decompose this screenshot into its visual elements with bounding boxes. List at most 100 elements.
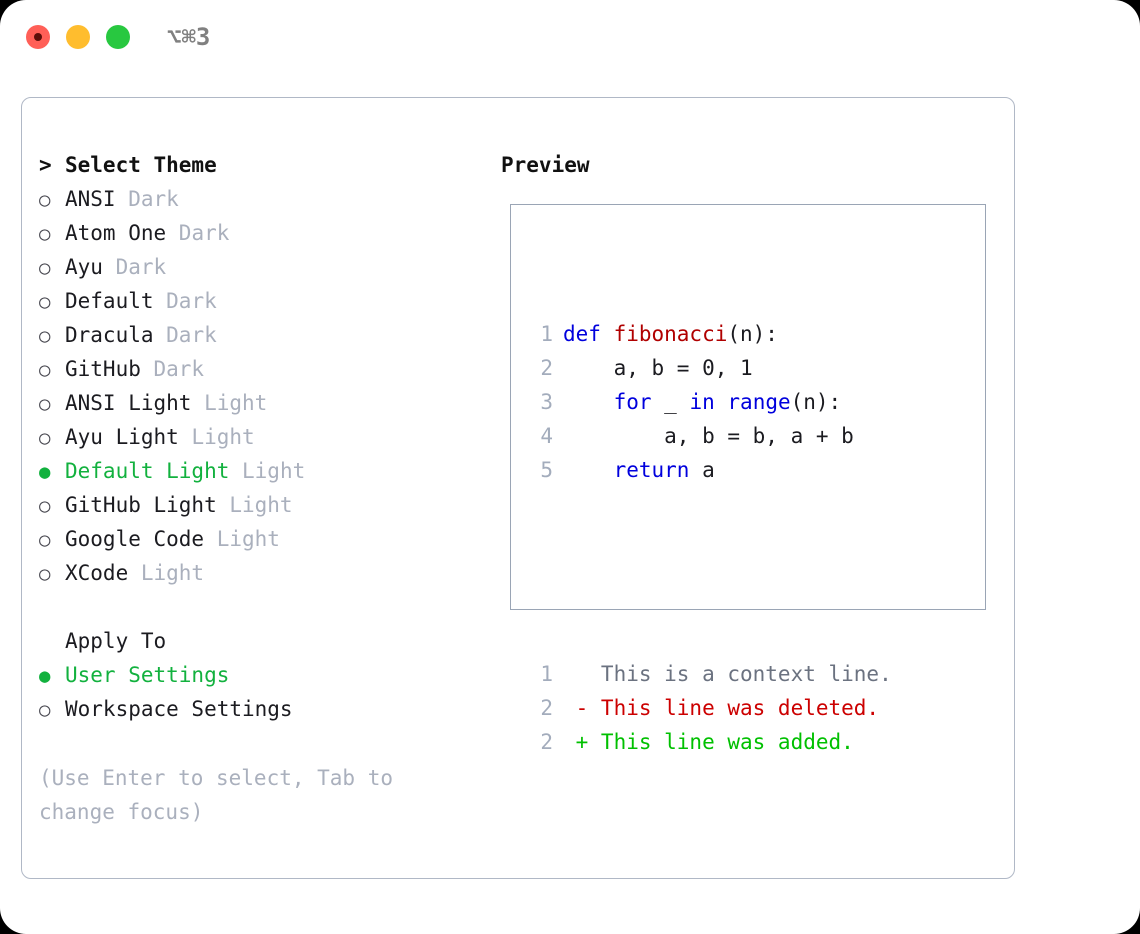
preview-panel: Preview: [501, 148, 1001, 182]
code-line-3: 4 a, b = b, a + b: [523, 419, 977, 453]
theme-option-variant: Dark: [140, 357, 205, 381]
minimize-button[interactable]: [66, 25, 90, 49]
apply-to-option-list: ● User Settings ○ Workspace Settings: [39, 658, 479, 726]
theme-option-5[interactable]: ○GitHub Dark: [39, 352, 479, 386]
theme-option-list: ○ANSI Dark○Atom One Dark○Ayu Dark○Defaul…: [39, 182, 479, 590]
line-content: + This line was added.: [563, 725, 854, 759]
line-number: 1: [540, 662, 553, 686]
theme-option-label: Ayu: [65, 255, 103, 279]
close-button[interactable]: [26, 25, 50, 49]
theme-option-variant: Dark: [115, 187, 179, 211]
token-ctext: a: [689, 458, 715, 482]
token-ctext: _: [651, 390, 690, 414]
token-kw: range: [727, 390, 791, 414]
window-controls: [26, 25, 130, 49]
token-kw: in: [689, 390, 715, 414]
theme-option-variant: Light: [191, 391, 268, 415]
token-fn: fibonacci: [613, 322, 728, 346]
token-kw: def: [563, 322, 614, 346]
token-kw: for: [613, 390, 652, 414]
line-content: This is a context line.: [563, 657, 892, 691]
apply-to-option-1[interactable]: ○ Workspace Settings: [39, 692, 479, 726]
theme-option-6[interactable]: ○ ANSI Light Light: [39, 386, 479, 420]
line-content: def fibonacci(n):: [563, 317, 778, 351]
theme-option-variant: Light: [178, 425, 255, 449]
radio-unselected-icon: ○: [39, 393, 51, 415]
theme-option-1[interactable]: ○ Atom One Dark: [39, 216, 479, 250]
theme-option-7[interactable]: ○Ayu Light Light: [39, 420, 479, 454]
line-content: return a: [563, 453, 715, 487]
line-number: 2: [540, 356, 553, 380]
theme-option-label: GitHub Light: [65, 493, 217, 517]
theme-option-label: Default: [65, 289, 154, 313]
theme-option-label: ANSI: [65, 187, 116, 211]
theme-option-9[interactable]: ○GitHub Light Light: [39, 488, 479, 522]
select-theme-title: Select Theme: [65, 153, 217, 177]
token-del: - This line was deleted.: [563, 696, 880, 720]
apply-to-option-label: Workspace Settings: [65, 697, 293, 721]
theme-option-10[interactable]: ○Google Code Light: [39, 522, 479, 556]
line-number: 3: [540, 390, 553, 414]
theme-option-3[interactable]: ○Default Dark: [39, 284, 479, 318]
token-ctext: [715, 390, 728, 414]
theme-option-0[interactable]: ○ ANSI Dark: [39, 182, 479, 216]
theme-option-label: Default Light: [65, 459, 230, 483]
code-line-4: 5 return a: [523, 453, 977, 487]
theme-option-label: Google Code: [65, 527, 205, 551]
theme-option-8[interactable]: ●Default Light Light: [39, 454, 479, 488]
keyboard-shortcut-label: ⌥⌘3: [167, 23, 211, 51]
code-line-2: 3 for _ in range(n):: [523, 385, 977, 419]
code-line-1: 2 a, b = 0, 1: [523, 351, 977, 385]
theme-option-11[interactable]: ○XCode Light: [39, 556, 479, 590]
token-ctext: a, b = 0, 1: [563, 356, 753, 380]
apply-to-title: Apply To: [65, 629, 167, 653]
token-ctext: [563, 390, 614, 414]
code-line-0: 1 def fibonacci(n):: [523, 317, 977, 351]
line-content: a, b = b, a + b: [563, 419, 854, 453]
theme-option-label: Dracula: [65, 323, 154, 347]
theme-option-label: ANSI Light: [65, 391, 192, 415]
line-number: 2: [540, 696, 553, 720]
token-ctext: (n):: [790, 390, 842, 414]
line-content: for _ in range(n):: [563, 385, 842, 419]
theme-option-variant: Dark: [102, 255, 167, 279]
token-add: + This line was added.: [563, 730, 854, 754]
theme-option-4[interactable]: ○Dracula Dark: [39, 318, 479, 352]
apply-to-option-label: User Settings: [65, 663, 230, 687]
theme-option-variant: Light: [204, 527, 280, 551]
apply-to-header: Apply To: [39, 624, 479, 658]
token-ctext: [563, 458, 614, 482]
code-blank-line: [523, 555, 977, 589]
radio-unselected-icon: ○: [39, 189, 51, 211]
theme-option-variant: Dark: [153, 289, 217, 313]
radio-unselected-icon: ○: [39, 359, 51, 381]
theme-option-variant: Dark: [166, 221, 230, 245]
radio-unselected-icon: ○: [39, 223, 51, 245]
maximize-button[interactable]: [106, 25, 130, 49]
keyboard-hint: (Use Enter to select, Tab to change focu…: [39, 761, 449, 829]
apply-to-option-0[interactable]: ● User Settings: [39, 658, 479, 692]
token-ctext: (n):: [727, 322, 778, 346]
token-kw: return: [613, 458, 690, 482]
line-number: 2: [540, 730, 553, 754]
caret-right-icon: >: [39, 153, 52, 177]
radio-unselected-icon: ○: [39, 563, 51, 585]
diff-line-2: 2 + This line was added.: [523, 725, 977, 759]
diff-block: 1 This is a context line. 2 - This line w…: [523, 657, 977, 759]
line-number: 5: [540, 458, 553, 482]
radio-selected-icon: ●: [39, 665, 51, 687]
theme-option-label: Ayu Light: [65, 425, 179, 449]
theme-option-2[interactable]: ○Ayu Dark: [39, 250, 479, 284]
line-content: - This line was deleted.: [563, 691, 879, 725]
radio-unselected-icon: ○: [39, 699, 51, 721]
theme-option-label: XCode: [65, 561, 129, 585]
title-bar: ⌥⌘3: [0, 0, 1140, 78]
preview-title: Preview: [501, 153, 590, 177]
theme-picker-panel: > Select Theme ○ANSI Dark○Atom One Dark○…: [39, 148, 479, 726]
line-number: 1: [540, 322, 553, 346]
line-content: a, b = 0, 1: [563, 351, 753, 385]
theme-option-label: Atom One: [65, 221, 167, 245]
